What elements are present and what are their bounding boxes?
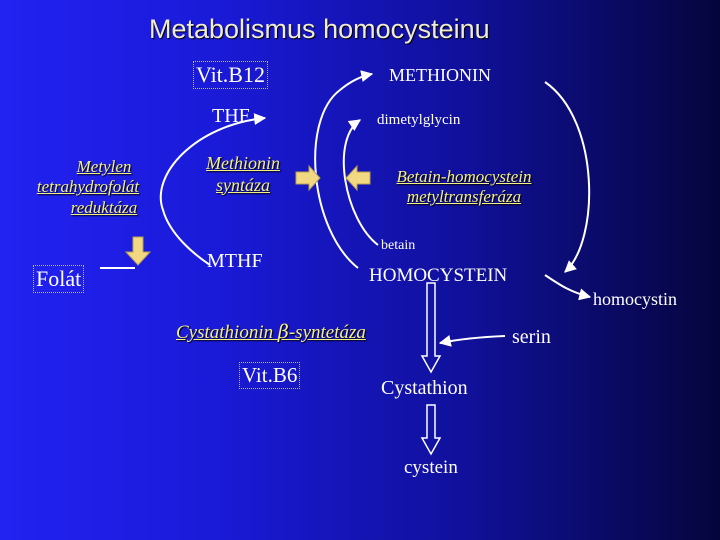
mthfr-line3: reduktáza <box>70 197 138 217</box>
arc-to-homocystin <box>544 274 592 301</box>
homocystin-label: homocystin <box>593 289 677 309</box>
thf-label: THF <box>212 105 250 127</box>
cbs-prefix: Cystathionin <box>176 322 278 343</box>
block-arrow-methionin-syntaza <box>295 164 321 192</box>
bhmt-line1: Betain-homocystein <box>396 167 532 186</box>
arc-dimetylglycin <box>342 119 379 246</box>
bhmt-line2: metyltransferáza <box>406 187 522 207</box>
mthfr-line2: tetrahydrofolát <box>36 177 140 197</box>
homocystein-label: HOMOCYSTEIN <box>369 265 508 286</box>
folat-label: Folát <box>32 265 85 293</box>
page-title: Metabolismus homocysteinu <box>149 14 490 44</box>
mthfr-enzyme: Metylen tetrahydrofolát reduktáza <box>37 157 166 218</box>
ms-line2: syntáza <box>216 174 270 195</box>
arc-methionin-homocystein <box>544 81 591 273</box>
mthfr-line1: Metylen <box>76 157 132 176</box>
cystein-label: cystein <box>404 457 458 478</box>
hollow-arrow-cystathion-cystein <box>420 404 442 456</box>
betain-label: betain <box>381 238 416 253</box>
vit-b6-label: Vit.B6 <box>238 362 301 389</box>
mthf-label: MTHF <box>207 250 263 272</box>
methionin-syntaza-enzyme: Methionin syntáza <box>194 153 292 196</box>
cbs-enzyme: Cystathionin β-syntetáza <box>176 321 366 343</box>
cbs-beta: β <box>277 321 289 343</box>
methionin-label: METHIONIN <box>389 65 491 85</box>
block-arrow-folat-down <box>124 236 152 266</box>
dimetylglycin-label: dimetylglycin <box>377 112 461 128</box>
vit-b12-label: Vit.B12 <box>193 61 268 89</box>
bhmt-enzyme: Betain-homocystein metyltransferáza <box>374 167 554 208</box>
cystathion-label: Cystathion <box>381 377 468 399</box>
ms-line1: Methionin <box>206 153 280 173</box>
arrow-serin <box>438 334 506 347</box>
arc-thf-mthf <box>159 113 267 266</box>
cbs-suffix: -syntetáza <box>288 322 366 343</box>
arc-homocystein-methionin <box>314 70 374 269</box>
block-arrow-betain-hmt <box>345 164 371 192</box>
hollow-arrow-homocystein-cystathion <box>420 282 442 374</box>
serin-label: serin <box>512 326 551 348</box>
